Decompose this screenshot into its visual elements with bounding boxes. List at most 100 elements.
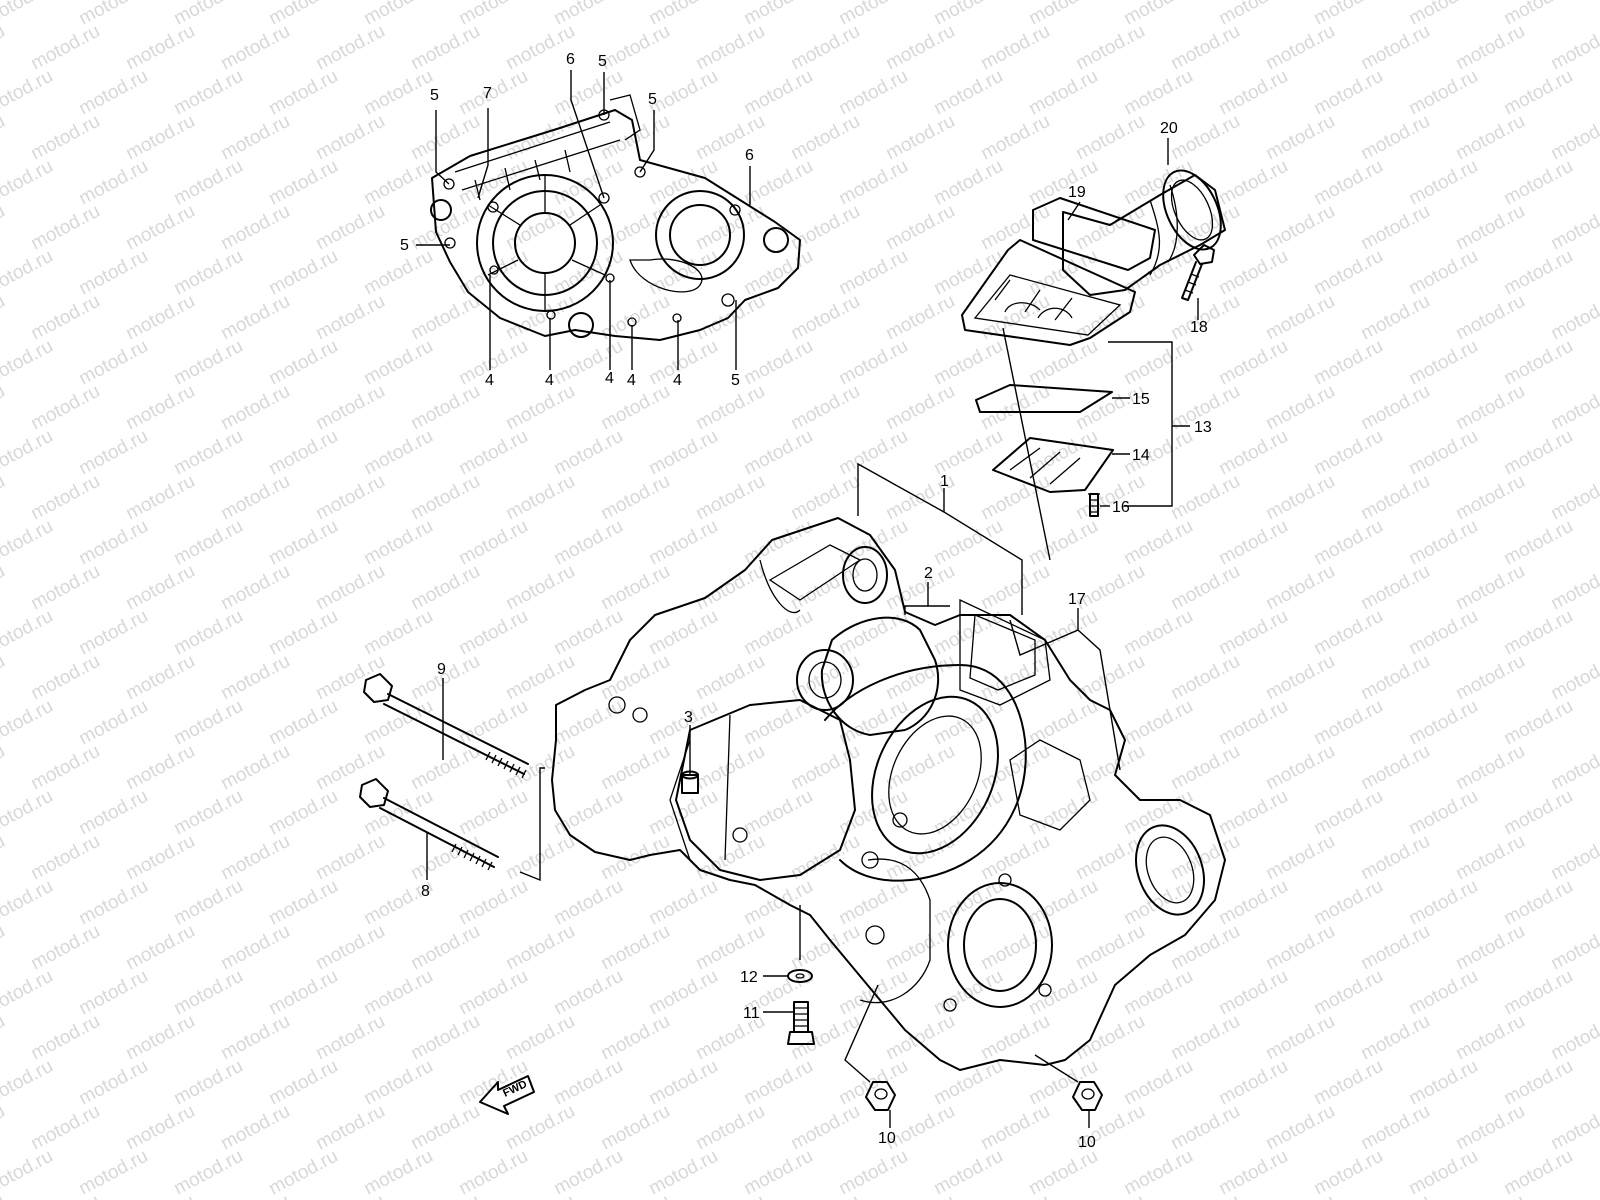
watermark-text: motod.ru [930,156,1006,210]
watermark-text: motod.ru [835,246,911,300]
watermark-text: motod.ru [1310,426,1386,480]
watermark-text: motod.ru [0,66,57,120]
watermark-text: motod.ru [1310,696,1386,750]
watermark-text: motod.ru [1262,21,1338,75]
watermark-text: motod.ru [1452,1191,1528,1200]
watermark-text: motod.ru [977,561,1053,615]
watermark-text: motod.ru [0,966,57,1020]
watermark-text: motod.ru [27,21,103,75]
watermark-text: motod.ru [1215,336,1291,390]
watermark-text: motod.ru [1262,1101,1338,1155]
watermark-text: motod.ru [1025,966,1101,1020]
callout-19: 19 [1068,184,1086,201]
watermark-text: motod.ru [882,741,958,795]
watermark-text: motod.ru [1500,516,1576,570]
watermark-text: motod.ru [882,1011,958,1065]
watermark-text: motod.ru [930,336,1006,390]
watermark-text: motod.ru [1310,336,1386,390]
watermark-text: motod.ru [882,831,958,885]
watermark-text: motod.ru [407,1011,483,1065]
watermark-text: motod.ru [1262,651,1338,705]
watermark-text: motod.ru [312,921,388,975]
watermark-text: motod.ru [1120,336,1196,390]
watermark-text: motod.ru [1595,606,1600,660]
watermark-text: motod.ru [360,696,436,750]
watermark-text: motod.ru [455,516,531,570]
watermark-text: motod.ru [692,741,768,795]
watermark-text: motod.ru [27,921,103,975]
watermark-text: motod.ru [1452,381,1528,435]
watermark-text: motod.ru [787,561,863,615]
watermark-text: motod.ru [0,741,9,795]
callout-5: 5 [400,237,409,254]
watermark-text: motod.ru [1262,111,1338,165]
watermark-text: motod.ru [1595,426,1600,480]
watermark-text: motod.ru [360,1146,436,1200]
watermark-text: motod.ru [1215,1146,1291,1200]
watermark-text: motod.ru [1120,696,1196,750]
watermark-text: motod.ru [170,876,246,930]
watermark-text: motod.ru [1167,831,1243,885]
watermark-text: motod.ru [265,516,341,570]
watermark-text: motod.ru [75,966,151,1020]
nut-left [865,1081,896,1111]
watermark-text: motod.ru [930,786,1006,840]
callout-5: 5 [648,91,657,108]
watermark-text: motod.ru [645,1056,721,1110]
watermark-text: motod.ru [27,111,103,165]
short-bolt [359,778,499,871]
watermark-text: motod.ru [360,66,436,120]
watermark-text: motod.ru [27,1101,103,1155]
drain-bolt [787,1001,815,1045]
watermark-text: motod.ru [502,1011,578,1065]
watermark-text: motod.ru [740,246,816,300]
watermark-text: motod.ru [0,1056,57,1110]
watermark-text: motod.ru [312,381,388,435]
watermark-text: motod.ru [692,921,768,975]
watermark-text: motod.ru [787,381,863,435]
watermark-text: motod.ru [1310,156,1386,210]
watermark-text: motod.ru [597,651,673,705]
watermark-text: motod.ru [1167,291,1243,345]
watermark-text: motod.ru [1452,1011,1528,1065]
watermark-text: motod.ru [740,66,816,120]
callout-10: 10 [1078,1134,1096,1151]
watermark-text: motod.ru [1072,471,1148,525]
watermark-text: motod.ru [1595,336,1600,390]
watermark-text: motod.ru [1452,1101,1528,1155]
watermark-text: motod.ru [1357,1011,1433,1065]
watermark-text: motod.ru [1120,156,1196,210]
watermark-text: motod.ru [1072,1011,1148,1065]
watermark-text: motod.ru [75,1056,151,1110]
watermark-text: motod.ru [1357,201,1433,255]
watermark-text: motod.ru [1215,516,1291,570]
watermark-text: motod.ru [360,966,436,1020]
watermark-text: motod.ru [1025,516,1101,570]
callout-4: 4 [545,372,554,389]
watermark-text: motod.ru [645,876,721,930]
watermark-text: motod.ru [1120,786,1196,840]
watermark-text: motod.ru [930,246,1006,300]
watermark-text: motod.ru [930,606,1006,660]
callout-2: 2 [924,565,933,582]
watermark-text: motod.ru [0,246,57,300]
watermark-text: motod.ru [0,1101,9,1155]
crankcase-assembly [551,517,1226,1071]
watermark-text: motod.ru [122,201,198,255]
watermark-text: motod.ru [1405,156,1481,210]
watermark-text: motod.ru [930,1146,1006,1200]
watermark-text: motod.ru [740,696,816,750]
watermark-text: motod.ru [1500,1146,1576,1200]
watermark-text: motod.ru [550,66,626,120]
watermark-text: motod.ru [502,1101,578,1155]
watermark-text: motod.ru [170,696,246,750]
watermark-text: motod.ru [312,1101,388,1155]
watermark-text: motod.ru [1547,651,1600,705]
watermark-text: motod.ru [122,291,198,345]
watermark-text: motod.ru [1405,246,1481,300]
watermark-text: motod.ru [75,786,151,840]
watermark-text: motod.ru [0,831,9,885]
watermark-text: motod.ru [550,876,626,930]
watermark-text: motod.ru [1595,786,1600,840]
callout-14: 14 [1132,447,1150,464]
